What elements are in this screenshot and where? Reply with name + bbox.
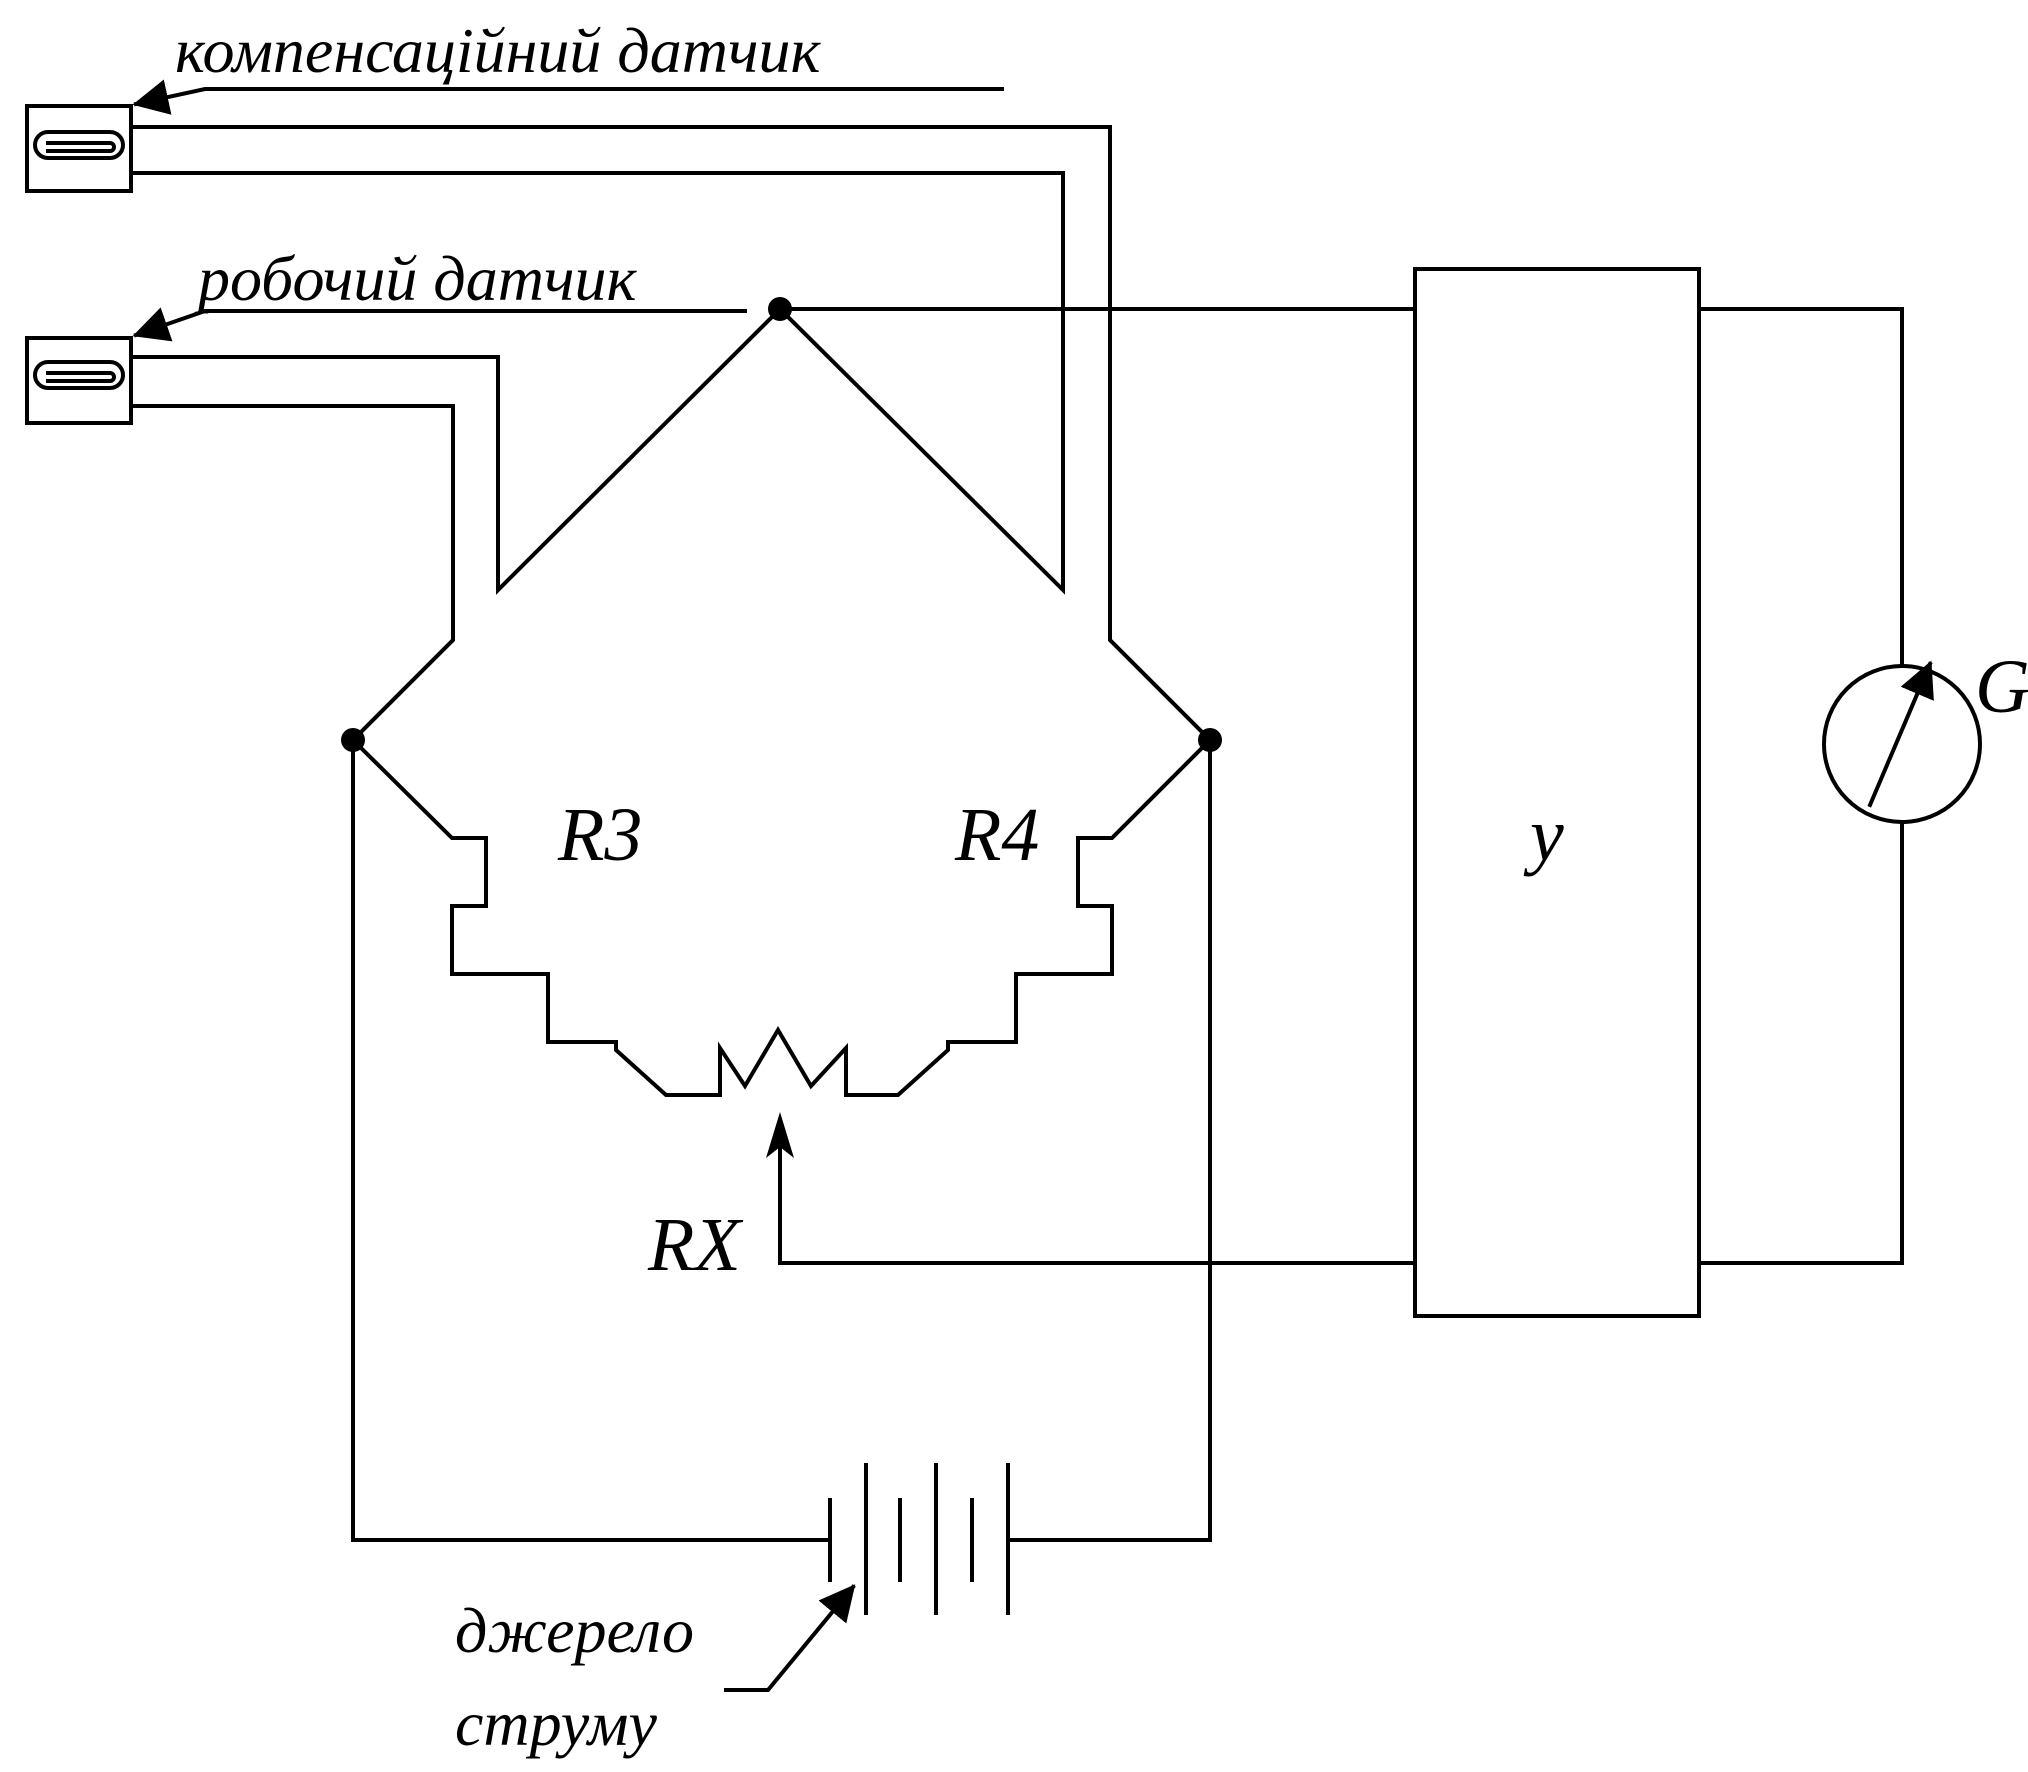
sensor-leaders — [132, 79, 1004, 342]
label-amplifier: у — [1523, 793, 1564, 877]
source-leader — [724, 1584, 856, 1692]
junction-top — [768, 297, 792, 321]
label-source-line2: струму — [455, 1688, 657, 1759]
label-compensation-sensor: компенсаційний датчик — [175, 15, 821, 86]
amplifier-block — [1413, 267, 1701, 1318]
compensation-sensor-coil — [33, 130, 125, 160]
resistor-r3 — [350, 737, 722, 1097]
resistor-rx — [718, 1026, 848, 1097]
compensation-sensor — [25, 104, 133, 193]
junction-dots — [341, 297, 1222, 752]
label-galvanometer: G — [1975, 645, 2028, 729]
label-working-sensor: робочий датчик — [194, 243, 638, 314]
resistor-r4 — [844, 737, 1213, 1097]
label-source-line1: джерело — [455, 1595, 694, 1666]
rx-wiper-arrowhead — [766, 1112, 794, 1158]
battery-symbol — [828, 1463, 1010, 1615]
compensation-sensor-wires — [129, 125, 1213, 743]
junction-left — [341, 728, 365, 752]
junction-right — [1198, 728, 1222, 752]
compensation-sensor-leader — [132, 79, 1004, 115]
rx-wiper-wire — [778, 1123, 1417, 1265]
working-sensor-inner-coil — [46, 371, 116, 383]
working-sensor-coil — [33, 360, 125, 390]
working-sensor — [25, 336, 133, 425]
galvanometer-needle — [1867, 660, 1934, 808]
galvanometer-symbol — [1822, 664, 1982, 824]
compensation-sensor-inner-coil — [46, 141, 116, 153]
label-r4: R4 — [954, 793, 1039, 877]
galvanometer-circuit — [1697, 307, 1982, 1265]
bridge-arms — [350, 737, 1213, 1097]
label-r3: R3 — [557, 793, 642, 877]
working-sensor-leader — [132, 307, 747, 342]
power-supply-circuit — [351, 738, 1212, 1542]
working-sensor-wires — [129, 306, 783, 743]
label-rx: RX — [647, 1203, 743, 1287]
rx-wiper — [766, 1112, 1417, 1265]
